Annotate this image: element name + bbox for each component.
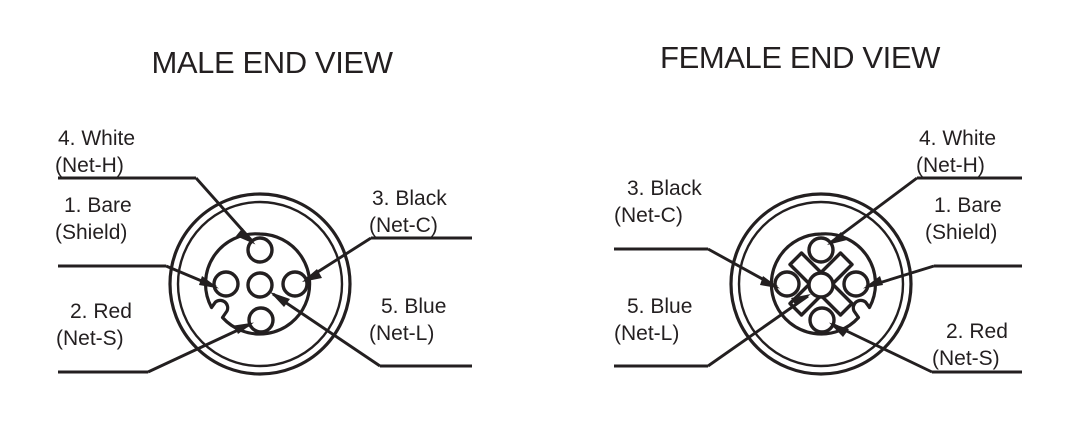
female-pin-1-bare (842, 270, 870, 298)
svg-text:4. White: 4. White (919, 127, 996, 150)
female-pin-4-white (807, 236, 835, 264)
female-pin-2-red (808, 306, 836, 334)
male-arrowhead-3-black (302, 269, 322, 282)
svg-text:(Net-H): (Net-H) (916, 154, 985, 177)
male-arrowhead-5-blue (270, 292, 290, 307)
female-connector-outer-ring (729, 192, 913, 376)
female-arrowhead-3-black (760, 276, 780, 289)
svg-text:(Net-S): (Net-S) (932, 347, 1000, 370)
svg-text:4. White: 4. White (58, 127, 135, 150)
female-view-title: FEMALE END VIEW (660, 40, 941, 75)
female-label-1-bare: 1. Bare (Shield) (925, 194, 1002, 244)
female-label-3-black: 3. Black (Net-C) (614, 177, 702, 227)
female-label-5-blue: 5. Blue (Net-L) (614, 295, 692, 345)
svg-text:3. Black: 3. Black (627, 177, 702, 200)
male-connector-inner-ring (176, 200, 344, 368)
svg-text:(Net-C): (Net-C) (614, 204, 683, 227)
svg-text:(Net-S): (Net-S) (56, 327, 124, 350)
female-pin-5-blue (807, 271, 835, 299)
female-arrowhead-4-white (827, 232, 847, 245)
female-pin-3-black (773, 270, 801, 298)
svg-text:(Net-L): (Net-L) (369, 322, 434, 345)
svg-text:2. Red: 2. Red (946, 320, 1008, 343)
male-end-view-group: MALE END VIEW (55, 45, 472, 376)
svg-text:(Net-H): (Net-H) (55, 154, 124, 177)
female-label-4-white: 4. White (Net-H) (916, 127, 996, 177)
svg-text:(Shield): (Shield) (55, 221, 127, 244)
male-arrowhead-2-red (234, 322, 254, 334)
female-leader-4-white (827, 176, 1022, 245)
male-label-1-bare: 1. Bare (Shield) (55, 194, 132, 244)
male-pin-3-black (281, 270, 309, 298)
female-label-2-red: 2. Red (Net-S) (932, 320, 1008, 370)
female-arrowhead-2-red (829, 322, 849, 337)
male-arrowhead-1-bare (199, 276, 219, 289)
male-connector-outer-ring (168, 192, 352, 376)
male-label-5-blue: 5. Blue (Net-L) (369, 295, 446, 345)
female-end-view-group: FEMALE END VIEW (614, 40, 1022, 376)
female-leader-5-blue (614, 294, 811, 368)
svg-text:1. Bare: 1. Bare (64, 194, 132, 217)
female-arrowhead-1-bare (863, 276, 883, 289)
male-label-2-red: 2. Red (Net-S) (56, 300, 132, 350)
svg-text:2. Red: 2. Red (70, 300, 132, 323)
svg-text:1. Bare: 1. Bare (934, 194, 1002, 217)
male-pin-5-blue (246, 271, 274, 299)
svg-text:3. Black: 3. Black (372, 187, 447, 210)
svg-text:(Shield): (Shield) (925, 221, 997, 244)
svg-text:5. Blue: 5. Blue (627, 295, 692, 318)
male-pin-2-red (247, 306, 275, 334)
female-leader-2-red (829, 322, 1022, 374)
male-leader-5-blue (270, 292, 472, 368)
male-leader-4-white (58, 176, 256, 245)
svg-text:(Net-C): (Net-C) (369, 214, 438, 237)
female-leader-3-black (614, 247, 780, 289)
male-pin-1-bare (212, 270, 240, 298)
female-arrowhead-5-blue (791, 294, 811, 306)
female-insert-face-with-notch (769, 232, 878, 336)
female-leader-1-bare (863, 264, 1022, 289)
male-label-3-black: 3. Black (Net-C) (369, 187, 447, 237)
male-label-4-white: 4. White (Net-H) (55, 127, 135, 177)
male-leader-1-bare (58, 264, 219, 289)
svg-text:5. Blue: 5. Blue (381, 295, 446, 318)
male-pin-4-white (246, 236, 274, 264)
male-view-title: MALE END VIEW (151, 45, 393, 80)
svg-text:(Net-L): (Net-L) (614, 322, 679, 345)
female-connector-inner-ring (737, 200, 905, 368)
male-arrowhead-4-white (236, 228, 256, 245)
male-leader-2-red (58, 322, 254, 374)
male-leader-3-black (302, 236, 472, 282)
male-insert-face-with-notch (203, 232, 312, 336)
